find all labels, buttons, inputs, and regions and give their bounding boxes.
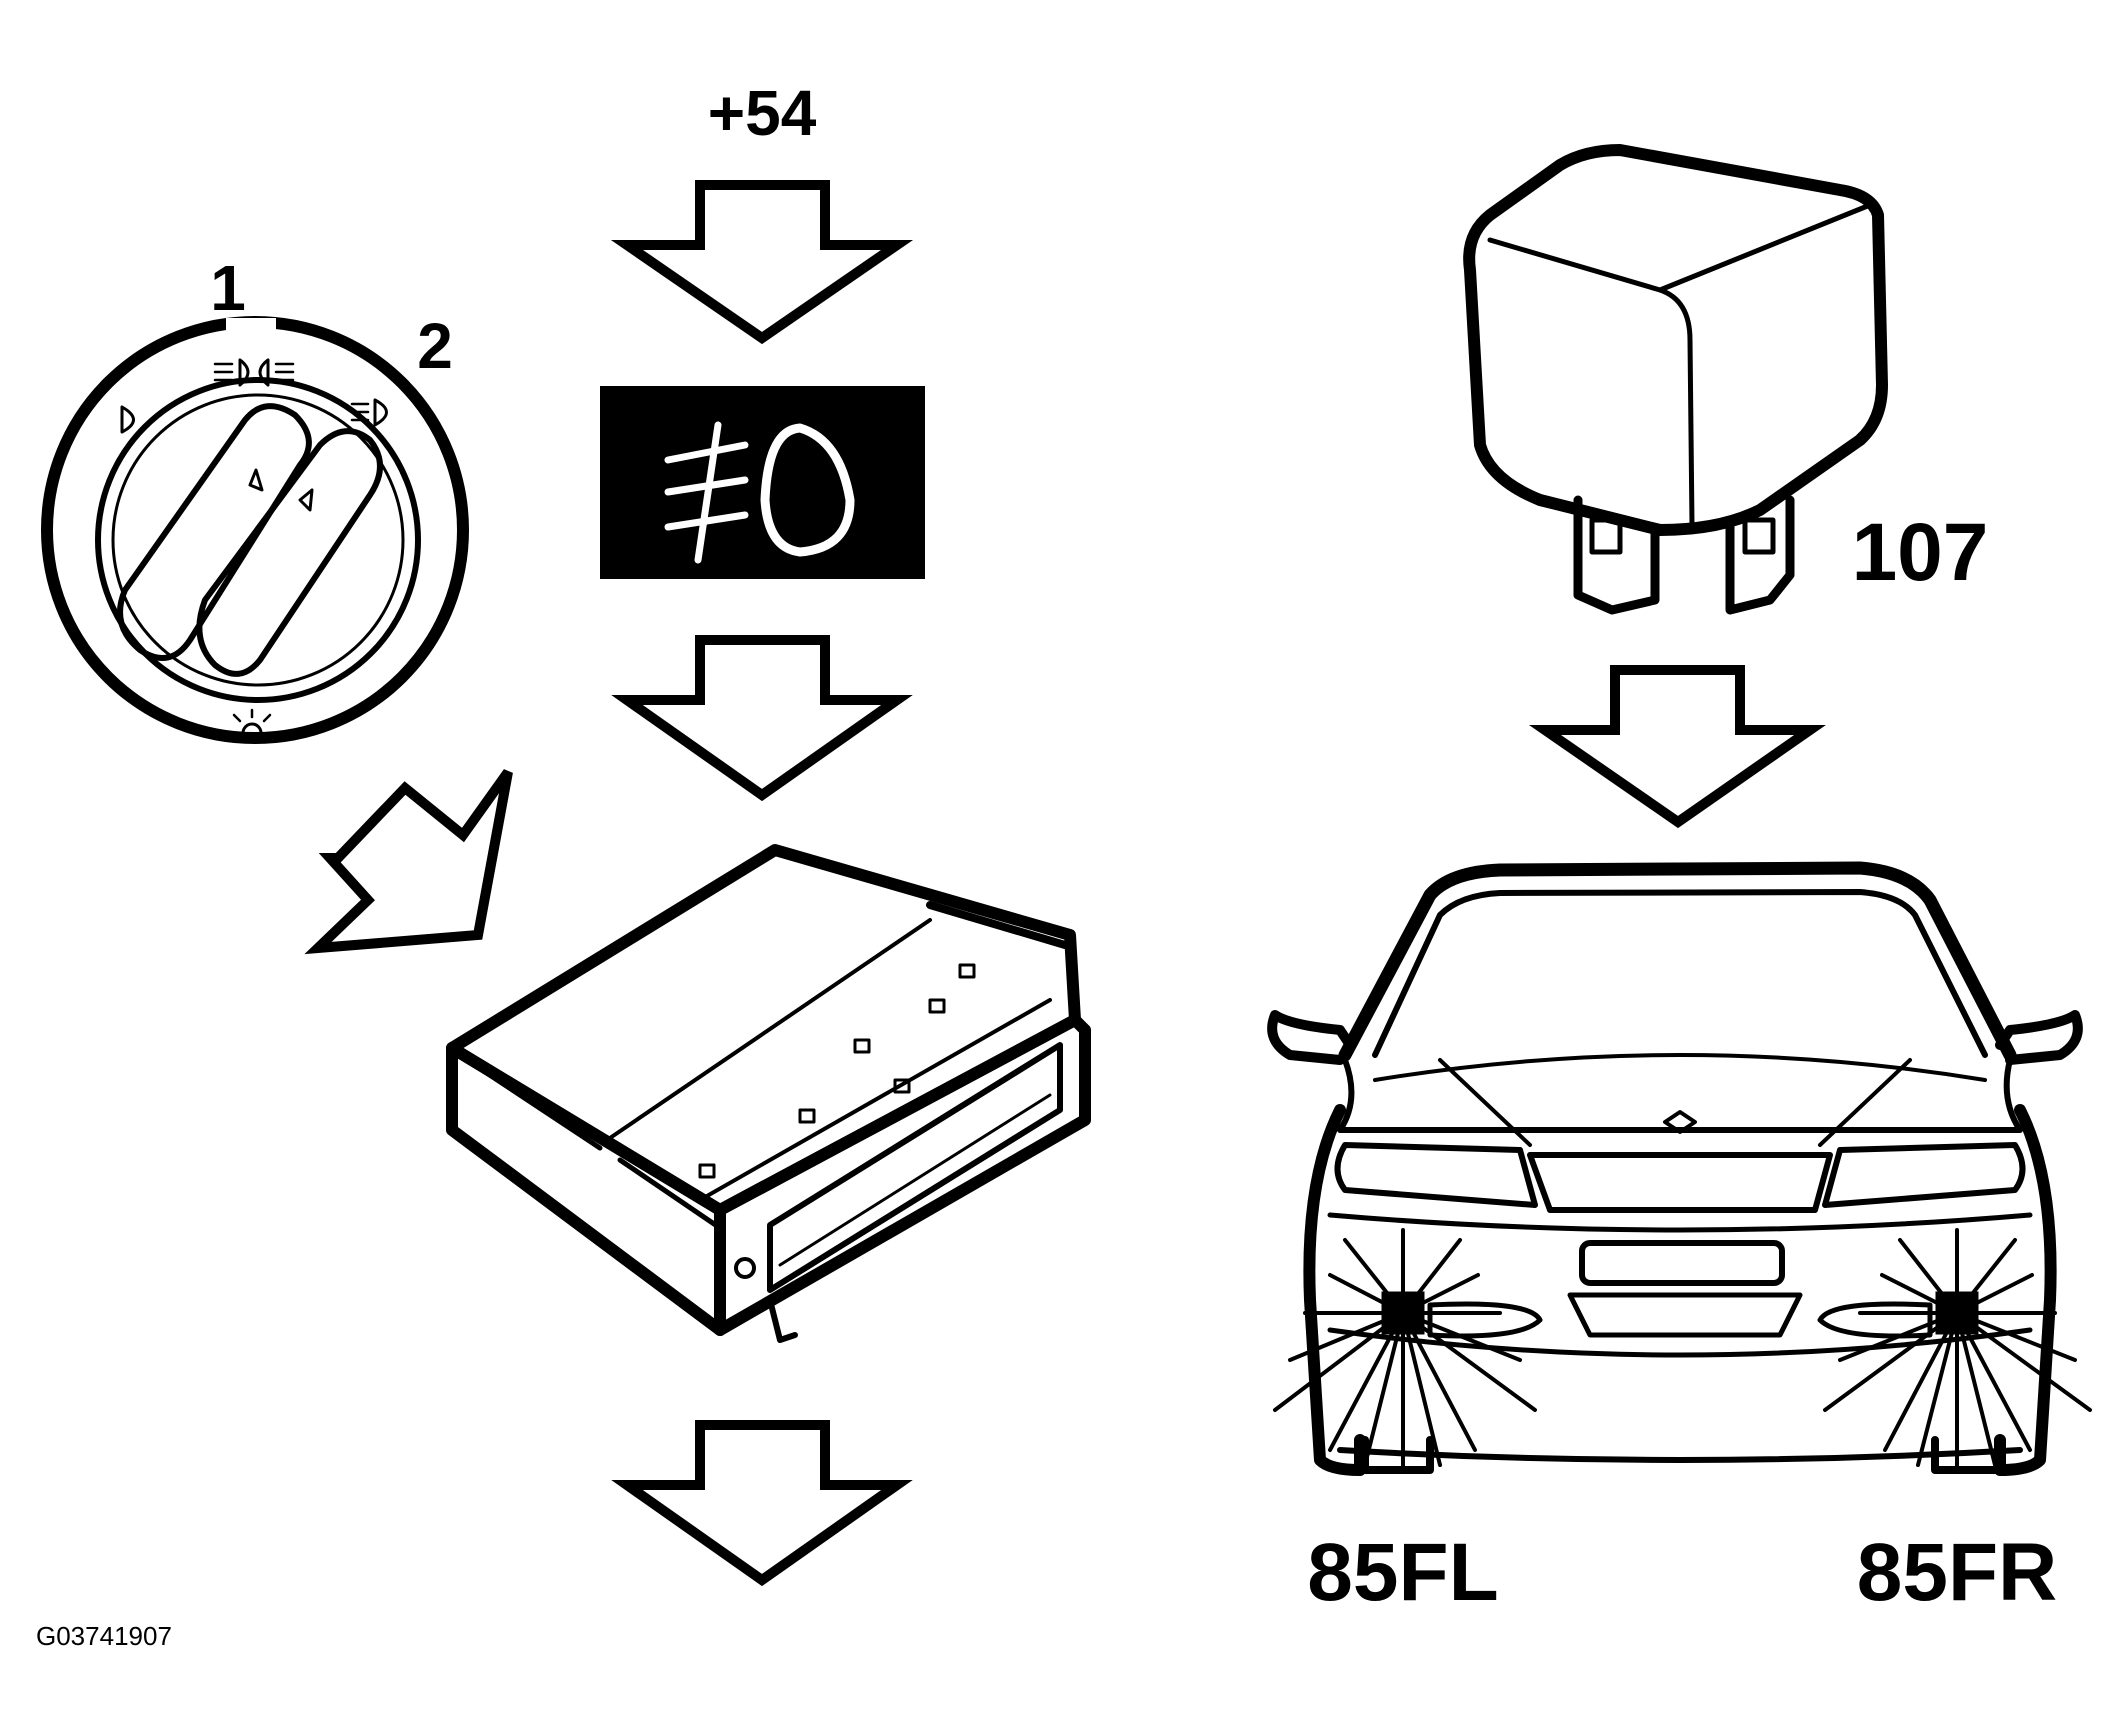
diagonal-arrow-icon bbox=[304, 769, 513, 955]
input-signal-label: +54 bbox=[708, 77, 817, 149]
fog-light-left-label: 85FL bbox=[1307, 1527, 1498, 1618]
switch-position-1-label: 1 bbox=[210, 252, 246, 324]
fog-indicator-icon bbox=[600, 386, 925, 579]
control-module-icon bbox=[446, 844, 1091, 1343]
down-arrow-icon bbox=[610, 180, 914, 345]
fog-lamp-right-icon bbox=[1823, 1228, 2092, 1472]
car-front-icon bbox=[1267, 861, 2083, 1476]
fog-lamp-left-icon bbox=[1273, 1228, 1537, 1472]
down-arrow-icon bbox=[611, 635, 913, 802]
down-arrow-icon bbox=[611, 1420, 913, 1587]
fog-light-right-label: 85FR bbox=[1857, 1527, 2058, 1618]
relay-number-label: 107 bbox=[1852, 507, 1989, 598]
relay-icon bbox=[1463, 144, 1888, 615]
switch-position-2-label: 2 bbox=[417, 310, 453, 382]
figure-code: G03741907 bbox=[36, 1621, 172, 1651]
light-switch-icon bbox=[41, 316, 469, 744]
down-arrow-icon bbox=[1528, 665, 1826, 829]
